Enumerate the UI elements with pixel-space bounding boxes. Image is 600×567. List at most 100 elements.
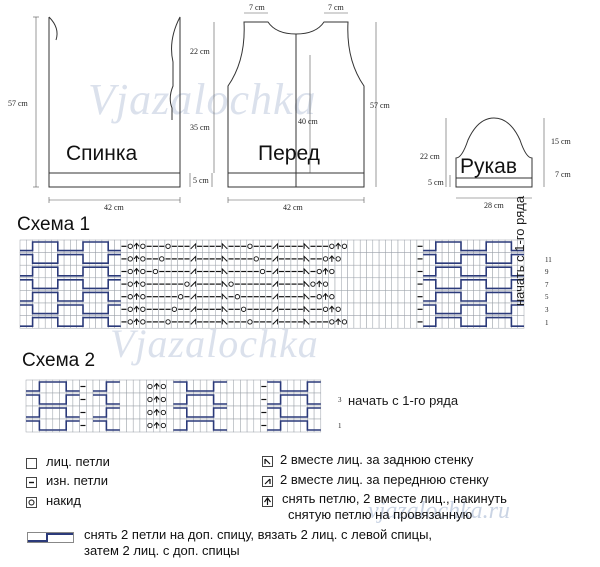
stitch-cell bbox=[265, 277, 273, 291]
stitch-cell bbox=[146, 418, 154, 433]
stitch-cell bbox=[233, 264, 241, 279]
dim-front-top-left: 7 cm bbox=[249, 3, 265, 12]
stitch-cell bbox=[246, 315, 254, 329]
stitch-cell bbox=[233, 277, 241, 291]
stitch-cell bbox=[233, 239, 241, 253]
row-number: 3 bbox=[545, 306, 549, 314]
stitch-cell bbox=[215, 264, 222, 279]
dim-sleeve-width: 28 cm bbox=[484, 201, 504, 210]
stitch-cell bbox=[126, 277, 134, 291]
stitch-cell bbox=[208, 239, 216, 253]
cable-cross-mark bbox=[20, 253, 46, 264]
stitch-cell bbox=[271, 277, 279, 291]
stitch-cell bbox=[359, 315, 367, 329]
stitch-cell bbox=[410, 277, 418, 291]
cable-cross-mark bbox=[45, 241, 71, 252]
stitch-cell bbox=[372, 252, 380, 266]
front-outline bbox=[227, 21, 365, 188]
stitch-cell bbox=[164, 315, 172, 329]
stitch-cell bbox=[309, 252, 317, 266]
stitch-cell bbox=[202, 239, 210, 253]
cable-cross-mark bbox=[20, 266, 46, 277]
stitch-cell bbox=[233, 418, 241, 433]
stitch-cell bbox=[334, 252, 342, 266]
stitch-cell bbox=[202, 302, 210, 316]
stitch-cell bbox=[208, 264, 216, 279]
stitch-cell bbox=[290, 315, 298, 329]
stitch-cell bbox=[265, 264, 273, 279]
stitch-cell bbox=[303, 264, 311, 279]
legend-knit: лиц. петли bbox=[46, 454, 110, 469]
stitch-cell bbox=[139, 290, 147, 304]
stitch-cell bbox=[153, 379, 161, 394]
stitch-cell bbox=[208, 290, 216, 304]
k2tog-back-icon bbox=[262, 456, 273, 467]
stitch-cell bbox=[372, 277, 380, 291]
stitch-cell bbox=[296, 239, 304, 253]
stitch-cell bbox=[359, 290, 367, 304]
stitch-cell bbox=[86, 392, 94, 407]
stitch-cell bbox=[126, 239, 134, 253]
stitch-cell bbox=[240, 252, 248, 266]
stitch-cell bbox=[378, 277, 386, 291]
stitch-cell bbox=[290, 302, 298, 316]
stitch-cell bbox=[227, 277, 235, 291]
stitch-cell bbox=[166, 392, 174, 407]
cable-cross-mark bbox=[200, 394, 227, 405]
stitch-cell bbox=[366, 252, 374, 266]
stitch-cell bbox=[196, 239, 203, 253]
stitch-cell bbox=[196, 302, 203, 316]
stitch-cell bbox=[159, 392, 167, 407]
stitch-cell bbox=[322, 277, 329, 291]
stitch-cell bbox=[315, 302, 323, 316]
stitch-cell bbox=[202, 252, 210, 266]
dim-front-total: 57 cm bbox=[370, 101, 390, 110]
cable-cross-mark bbox=[423, 291, 449, 302]
stitch-cell bbox=[145, 315, 153, 329]
stitch-cell bbox=[202, 277, 210, 291]
cable-cross-mark bbox=[93, 381, 120, 392]
stitch-cell bbox=[152, 302, 159, 316]
scheme2-title: Схема 2 bbox=[22, 350, 96, 371]
stitch-cell bbox=[404, 264, 411, 279]
stitch-cell bbox=[246, 392, 255, 407]
stitch-cell bbox=[215, 302, 222, 316]
stitch-cell bbox=[153, 392, 161, 407]
stitch-cell bbox=[410, 315, 418, 329]
stitch-cell bbox=[404, 239, 411, 253]
stitch-cell bbox=[271, 290, 279, 304]
stitch-cell bbox=[372, 264, 380, 279]
cable-cross-mark bbox=[423, 279, 449, 290]
stitch-cell bbox=[227, 290, 235, 304]
stitch-cell bbox=[309, 315, 317, 329]
stitch-cell bbox=[315, 277, 323, 291]
cable-cross-mark bbox=[70, 266, 96, 277]
stitch-cell bbox=[410, 252, 418, 266]
stitch-cell bbox=[353, 290, 361, 304]
stitch-cell bbox=[334, 264, 342, 279]
cable-cross-mark bbox=[473, 316, 499, 327]
stitch-cell bbox=[359, 277, 367, 291]
cable-cross-mark bbox=[473, 279, 499, 290]
cable-cross-mark bbox=[26, 407, 53, 418]
cable-cross-mark bbox=[448, 279, 474, 290]
stitch-cell bbox=[202, 290, 210, 304]
cable-cross-mark bbox=[70, 253, 96, 264]
piece-name-back: Спинка bbox=[66, 142, 138, 165]
stitch-cell bbox=[416, 277, 424, 291]
stitch-cell bbox=[315, 252, 323, 266]
stitch-cell bbox=[164, 252, 172, 266]
stitch-cell bbox=[120, 315, 128, 329]
stitch-cell bbox=[126, 264, 134, 279]
cable-cross-mark bbox=[95, 279, 121, 290]
stitch-cell bbox=[253, 379, 261, 394]
stitch-cell bbox=[366, 302, 374, 316]
stitch-cell bbox=[410, 264, 418, 279]
stitch-cell bbox=[208, 302, 216, 316]
cable-cross-mark bbox=[20, 279, 46, 290]
stitch-cell bbox=[252, 252, 260, 266]
stitch-cell bbox=[158, 264, 166, 279]
stitch-cell bbox=[152, 264, 159, 279]
stitch-cell bbox=[240, 315, 248, 329]
stitch-cell bbox=[404, 290, 411, 304]
